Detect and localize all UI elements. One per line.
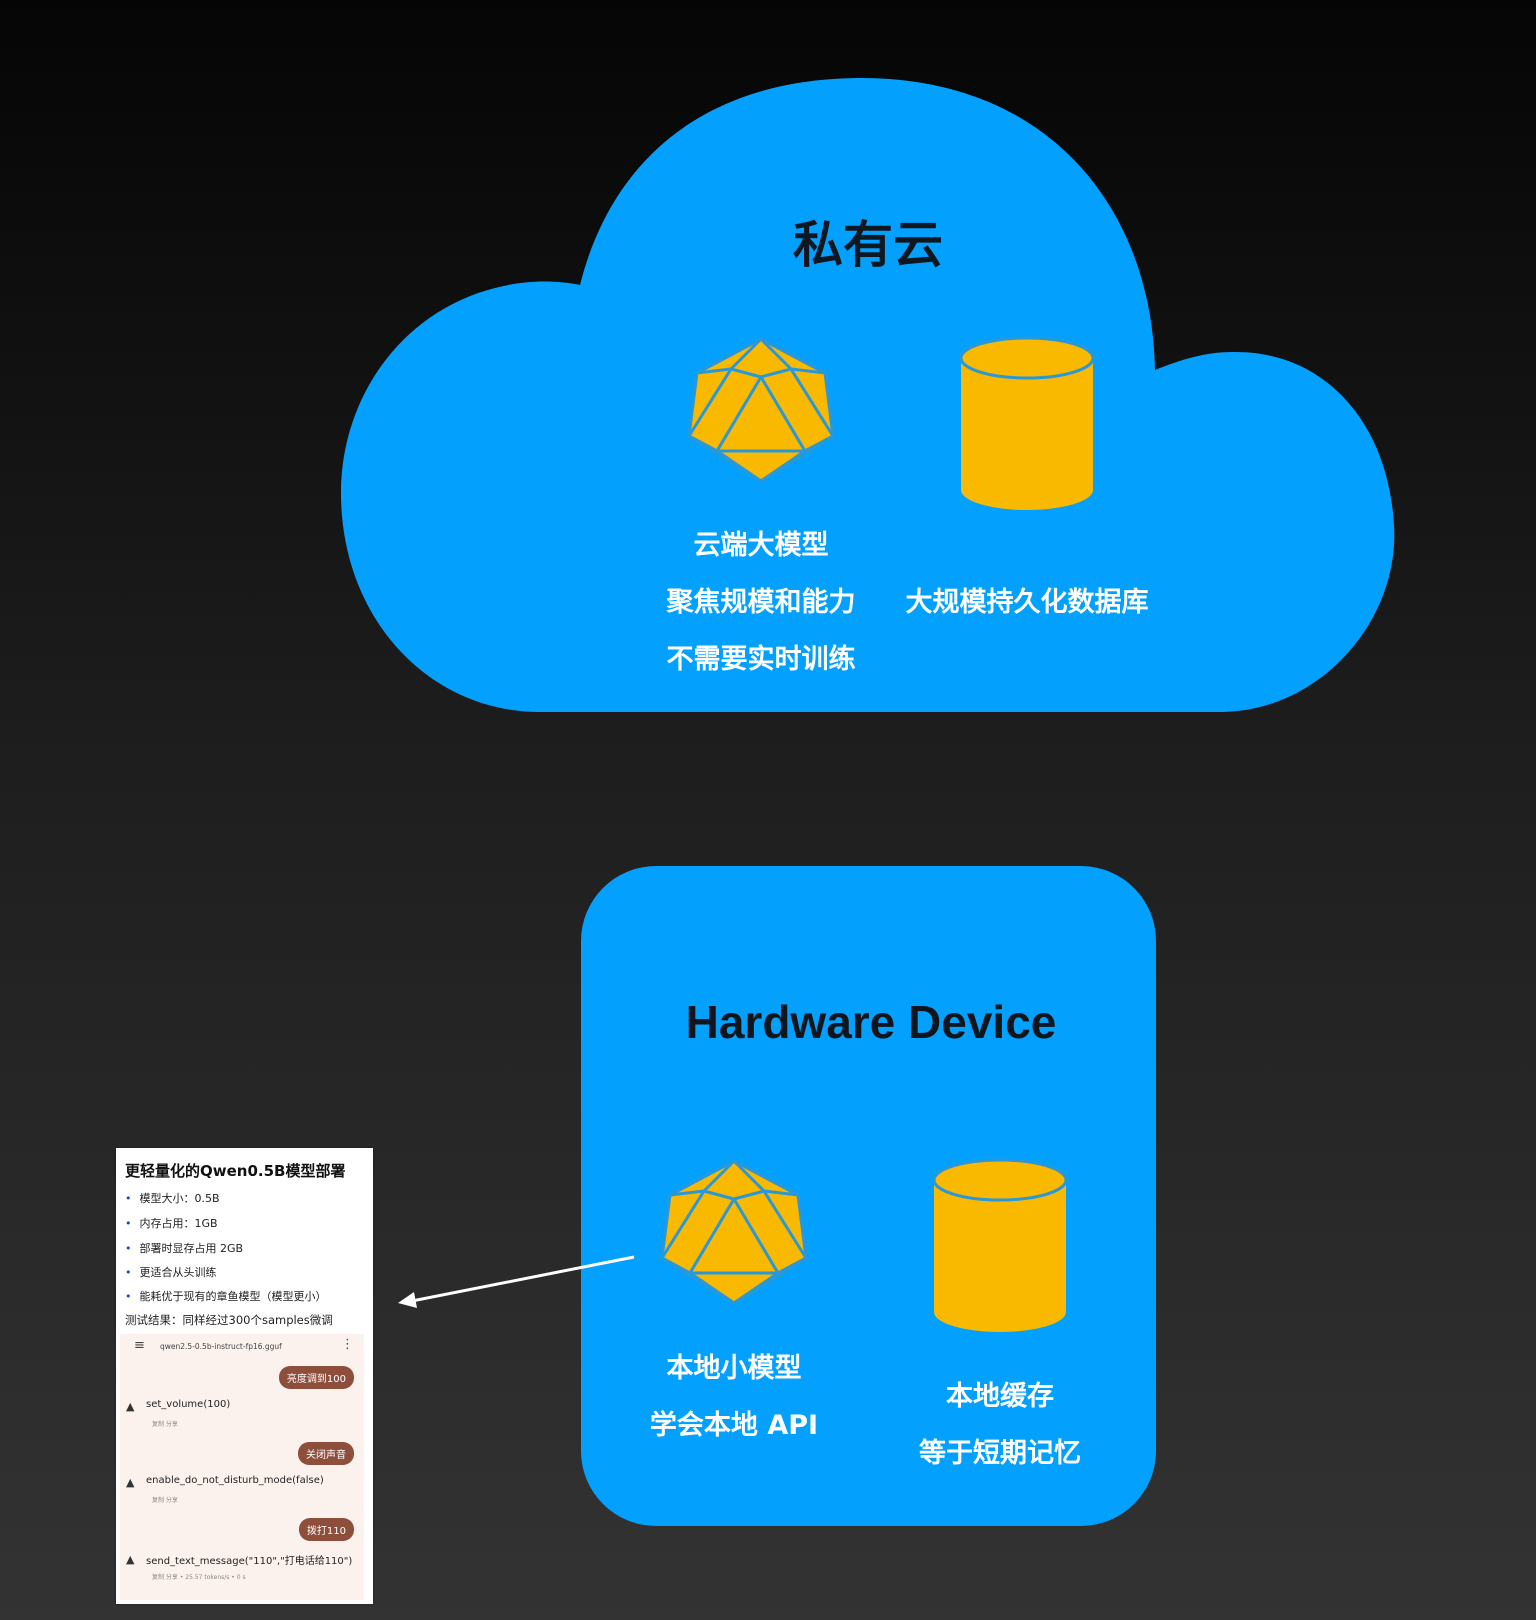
- arrow-head-icon: [398, 1292, 417, 1308]
- bullet-text: 更适合从头训练: [139, 1266, 217, 1279]
- reply-meta: 复制 分享 • 25.57 tokens/s • 0 s: [152, 1574, 246, 1581]
- device-model-label: 本地小模型: [666, 1353, 802, 1384]
- cloud-model-line2: 不需要实时训练: [666, 644, 856, 675]
- android-bot-icon: ▲: [126, 1553, 135, 1566]
- bot-reply-text: send_text_message("110","打电话给110"): [146, 1556, 353, 1567]
- bullet-item: •模型大小：0.5B: [125, 1192, 220, 1205]
- bullet-item: •内存占用：1GB: [125, 1217, 218, 1230]
- bullet-item: •能耗优于现有的章鱼模型（模型更小）: [125, 1290, 327, 1303]
- hardware-device-box: [581, 866, 1156, 1526]
- model-file-name: qwen2.5-0.5b-instruct-fp16.gguf: [160, 1342, 282, 1351]
- device-cache-cylinder-icon: [932, 1158, 1068, 1334]
- cloud-db-label: 大规模持久化数据库: [905, 587, 1149, 618]
- cloud-database-cylinder-icon: [959, 336, 1095, 512]
- bot-reply-text: set_volume(100): [146, 1399, 231, 1410]
- test-result-text: 测试结果：同样经过300个samples微调: [125, 1313, 333, 1327]
- device-cache-label: 本地缓存: [946, 1381, 1054, 1412]
- cloud-model-line1: 聚焦规模和能力: [666, 587, 856, 618]
- device-title: Hardware Device: [685, 996, 1057, 1048]
- bullet-item: •部署时显存占用 2GB: [125, 1242, 244, 1255]
- menu-icon: ≡: [134, 1338, 145, 1353]
- reply-meta: 复制 分享: [152, 1497, 178, 1504]
- android-bot-icon: ▲: [126, 1476, 135, 1489]
- cloud-title: 私有云: [793, 216, 943, 274]
- private-cloud-shape: [340, 78, 1395, 712]
- user-message-bubble: 拨打110: [298, 1518, 354, 1541]
- bullet-text: 能耗优于现有的章鱼模型（模型更小）: [139, 1290, 327, 1303]
- bot-reply-text: enable_do_not_disturb_mode(false): [146, 1475, 324, 1486]
- device-cache-line1: 等于短期记忆: [919, 1438, 1081, 1469]
- android-bot-icon: ▲: [126, 1400, 135, 1413]
- device-model-line1: 学会本地 API: [649, 1410, 819, 1441]
- bullet-text: 模型大小：0.5B: [139, 1192, 220, 1205]
- user-message-bubble: 关闭声音: [298, 1442, 354, 1465]
- bullet-text: 内存占用：1GB: [139, 1217, 218, 1230]
- user-message-bubble: 亮度调到100: [278, 1366, 354, 1389]
- bullet-item: •更适合从头训练: [125, 1266, 217, 1279]
- arrow-line: [411, 1255, 635, 1303]
- reply-meta: 复制 分享: [152, 1421, 178, 1428]
- card-title: 更轻量化的Qwen0.5B模型部署: [125, 1162, 346, 1180]
- cloud-model-label: 云端大模型: [693, 530, 829, 561]
- bullet-text: 部署时显存占用 2GB: [139, 1242, 244, 1255]
- chat-screenshot: ≡ ⋮ qwen2.5-0.5b-instruct-fp16.gguf 亮度调到…: [120, 1334, 364, 1600]
- more-options-icon: ⋮: [341, 1337, 354, 1352]
- qwen-screenshot-card: 更轻量化的Qwen0.5B模型部署 •模型大小：0.5B •内存占用：1GB •…: [116, 1148, 373, 1604]
